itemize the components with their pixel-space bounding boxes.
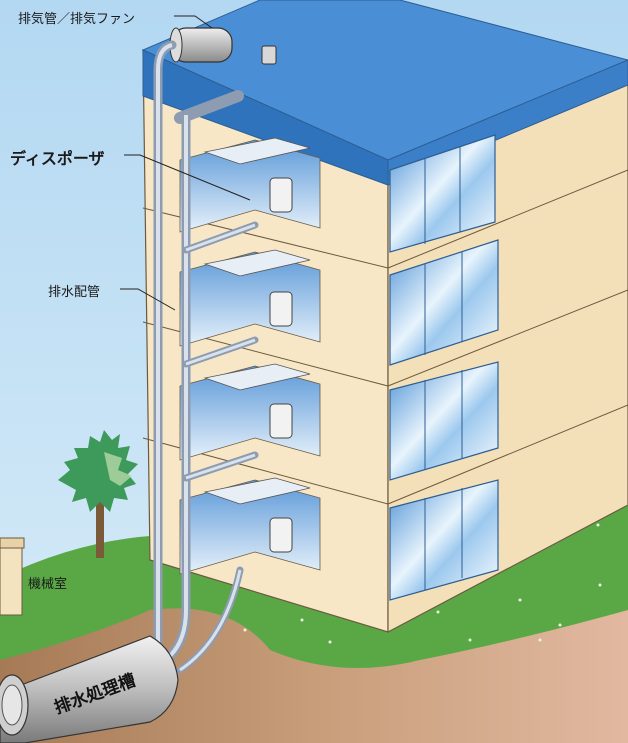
leader-lines (120, 15, 251, 311)
disposer-unit-4 (269, 177, 293, 213)
window-floor-2 (389, 361, 499, 481)
disposer-label: ディスポーザ (10, 149, 105, 168)
roof-vent (261, 45, 277, 65)
window-floor-4 (389, 134, 496, 253)
disposer-unit-3 (269, 291, 293, 327)
window-floor-3 (389, 239, 499, 366)
exhaust-pipe-fan-label: 排気管／排気ファン (18, 12, 136, 27)
disposer-unit-1 (269, 517, 293, 553)
kitchen-floor-3 (179, 249, 321, 347)
machine-room-label: 機械室 (28, 577, 68, 592)
tree (58, 430, 138, 558)
kitchen-floor-4 (179, 137, 321, 233)
window-floor-1 (389, 479, 499, 601)
exhaust-fan (169, 27, 277, 65)
treatment-tank (0, 635, 179, 743)
disposer-unit-2 (269, 403, 293, 439)
kitchen-floor-2 (179, 363, 321, 461)
kitchen-floor-1 (179, 477, 321, 575)
drain-pipe-label: 排水配管 (48, 285, 101, 300)
machine-room (0, 537, 25, 616)
windows (389, 134, 499, 601)
